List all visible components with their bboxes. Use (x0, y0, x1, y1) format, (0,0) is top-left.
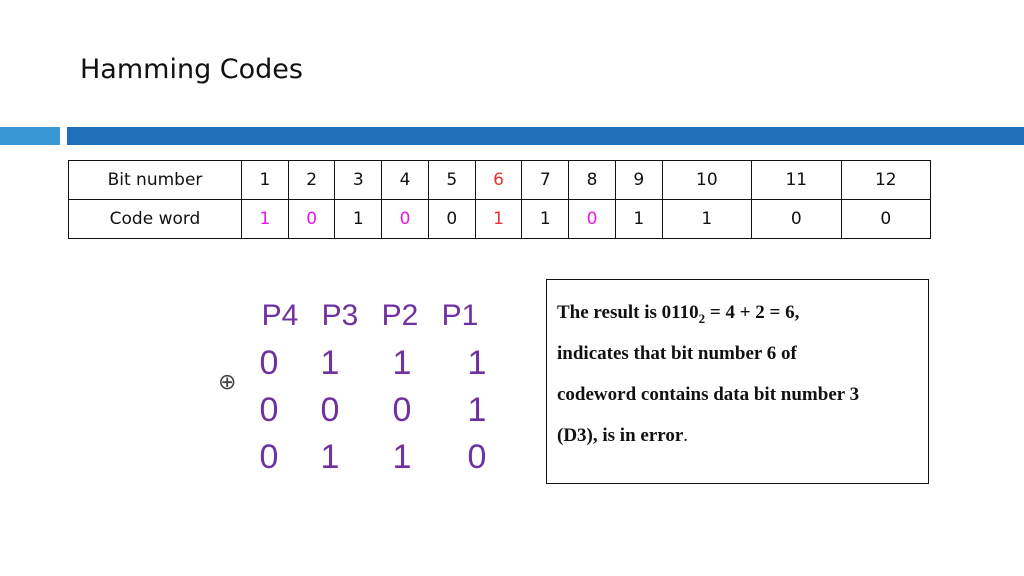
accent-bar-right (67, 127, 1024, 145)
calc-row: 0 0 0 1 (250, 387, 522, 434)
calc-bit: 1 (320, 438, 340, 476)
calc-bit: 0 (259, 344, 279, 382)
bit-number-cell: 12 (840, 160, 932, 200)
result-explanation-box: The result is 01102 = 4 + 2 = 6, indicat… (546, 279, 929, 484)
result-text: = 4 + 2 = 6, (705, 302, 800, 323)
calc-bit: 0 (392, 391, 412, 429)
table-row-code-word: Code word 1 0 1 0 0 1 1 0 1 1 0 0 (68, 199, 932, 239)
bit-number-cell-error: 6 (474, 160, 523, 200)
code-word-cell-parity: 0 (287, 199, 336, 239)
bit-number-cell: 9 (614, 160, 663, 200)
bit-number-cell: 3 (334, 160, 383, 200)
code-word-cell: 1 (521, 199, 570, 239)
result-line: (D3), is in error. (557, 415, 918, 456)
calc-header: P4 (261, 299, 299, 332)
calc-bit: 1 (392, 344, 412, 382)
code-word-cell-parity: 0 (381, 199, 429, 239)
calc-bit: 0 (259, 438, 279, 476)
code-word-cell: 1 (661, 199, 753, 239)
result-line: The result is 01102 = 4 + 2 = 6, (557, 292, 918, 333)
row-label-code-word: Code word (68, 199, 242, 239)
result-text: (D3), is in error (557, 425, 684, 446)
bit-number-cell: 10 (661, 160, 753, 200)
code-word-cell-error: 1 (474, 199, 523, 239)
xor-calculation: P4 P3 P2 P1 0 1 1 1 0 0 0 1 0 1 1 0 (250, 292, 522, 481)
bit-number-cell: 8 (568, 160, 616, 200)
calc-row: 0 1 1 1 (250, 340, 522, 387)
table-row-bit-number: Bit number 1 2 3 4 5 6 7 8 9 10 11 12 (68, 160, 932, 200)
result-text: . (683, 425, 689, 446)
calc-bit: 1 (467, 391, 487, 429)
calc-bit: 0 (467, 438, 487, 476)
calc-bit: 0 (320, 391, 340, 429)
code-word-cell: 0 (427, 199, 476, 239)
bit-number-cell: 11 (751, 160, 842, 200)
bit-number-cell: 7 (521, 160, 570, 200)
calc-bit: 0 (259, 391, 279, 429)
xor-icon: ⊕ (218, 370, 237, 395)
code-word-cell: 1 (614, 199, 663, 239)
code-word-cell: 1 (334, 199, 383, 239)
calc-header: P2 (381, 299, 419, 332)
calc-header-row: P4 P3 P2 P1 (250, 292, 522, 340)
bit-number-cell: 4 (381, 160, 429, 200)
accent-bar-left (0, 127, 60, 145)
code-word-cell-parity: 0 (568, 199, 616, 239)
result-subscript: 2 (698, 310, 706, 326)
bit-table: Bit number 1 2 3 4 5 6 7 8 9 10 11 12 Co… (68, 160, 932, 239)
result-line: codeword contains data bit number 3 (557, 384, 860, 405)
calc-bit: 1 (320, 344, 340, 382)
bit-number-cell: 5 (427, 160, 476, 200)
calc-bit: 1 (392, 438, 412, 476)
code-word-cell-parity: 1 (241, 199, 289, 239)
row-label-bit-number: Bit number (68, 160, 242, 200)
calc-row-result: 0 1 1 0 (250, 434, 522, 481)
bit-number-cell: 2 (287, 160, 336, 200)
code-word-cell: 0 (840, 199, 932, 239)
slide-title: Hamming Codes (80, 54, 303, 85)
result-text: The result is 0110 (557, 302, 699, 323)
calc-bit: 1 (467, 344, 487, 382)
code-word-cell: 0 (751, 199, 842, 239)
calc-header: P1 (441, 299, 479, 332)
bit-number-cell: 1 (241, 160, 289, 200)
calc-header: P3 (321, 299, 359, 332)
result-line: indicates that bit number 6 of (557, 343, 797, 364)
